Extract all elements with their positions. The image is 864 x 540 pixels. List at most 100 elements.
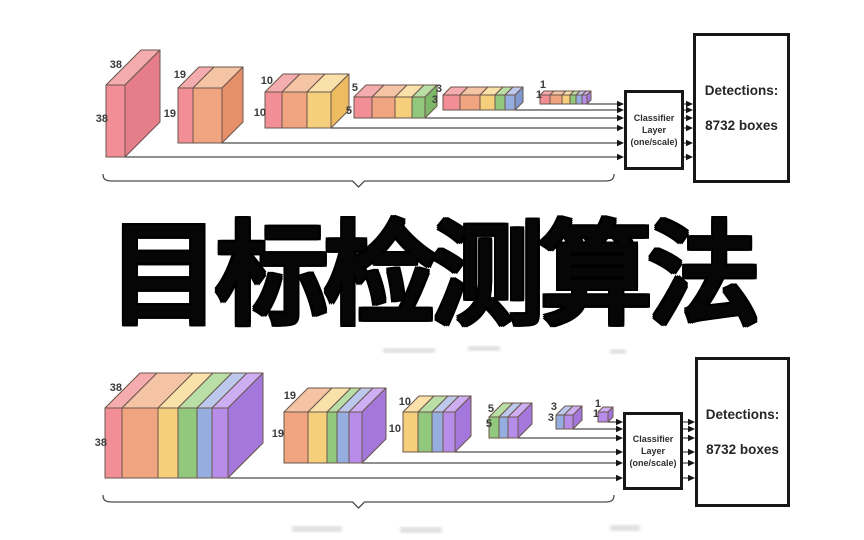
classifier-label-line: Classifier xyxy=(633,112,675,123)
feature-map-size-label: 19 xyxy=(284,390,296,402)
artifact-smudge xyxy=(292,526,342,532)
feature-map-size-label: 38 xyxy=(95,437,107,449)
feature-map-front-face xyxy=(459,94,481,111)
feature-map-front-face xyxy=(442,94,461,111)
arrowhead xyxy=(686,139,693,147)
feature-map-size-label: 38 xyxy=(110,382,122,394)
feature-map-size-label: 1 xyxy=(536,89,542,101)
feature-map-size-label: 3 xyxy=(436,83,442,95)
feature-map-side-face xyxy=(586,90,592,105)
feature-map-size-label: 10 xyxy=(254,107,266,119)
arrowhead xyxy=(617,139,624,147)
feature-map-front-face xyxy=(157,407,179,479)
title-overlay: 目标检测算法 xyxy=(90,192,774,341)
feature-map-front-face xyxy=(348,411,363,464)
feature-map-front-face xyxy=(281,91,308,129)
arrowhead xyxy=(688,425,695,433)
feature-map-size-label: 1 xyxy=(540,79,546,91)
arrowhead xyxy=(616,474,623,482)
feature-map-front-face xyxy=(597,411,609,423)
feature-map-size-label: 10 xyxy=(261,75,273,87)
classifier-label-line: Classifier xyxy=(632,433,674,444)
feature-map-front-face xyxy=(575,94,583,105)
classifier-layer-box-bottom: Classifier Layer (one/scale) xyxy=(623,412,683,490)
feature-map-size-label: 38 xyxy=(110,59,122,71)
feature-map-size-label: 1 xyxy=(595,398,601,410)
feature-map-side-face xyxy=(517,402,533,439)
feature-map-size-label: 5 xyxy=(352,82,358,94)
feature-map-size-label: 5 xyxy=(346,105,352,117)
feature-map-size-label: 19 xyxy=(174,69,186,81)
arrowhead xyxy=(617,106,624,114)
arrowhead xyxy=(688,448,695,456)
feature-map-front-face xyxy=(177,407,198,479)
feature-map-front-face xyxy=(479,94,496,111)
feature-map-front-face xyxy=(371,96,396,119)
feature-map-front-face xyxy=(211,407,229,479)
feature-map-front-face xyxy=(411,96,426,119)
feature-map-size-label: 10 xyxy=(389,423,401,435)
feature-map-front-face xyxy=(306,91,332,129)
classifier-label-line: (one/scale) xyxy=(630,137,678,148)
arrowhead xyxy=(686,100,693,108)
feature-map-front-face xyxy=(353,96,373,119)
arrowhead xyxy=(616,425,623,433)
feature-map-side-face xyxy=(221,66,244,144)
arrowhead xyxy=(616,448,623,456)
feature-map-front-face xyxy=(561,94,571,105)
artifact-smudge xyxy=(610,349,626,354)
arrowhead xyxy=(688,459,695,467)
feature-map-front-face xyxy=(417,411,433,453)
underbrace xyxy=(102,173,615,188)
feature-map-size-label: 1 xyxy=(593,408,599,420)
arrowhead xyxy=(616,418,623,426)
feature-map-side-face xyxy=(572,405,583,430)
arrowhead xyxy=(686,153,693,161)
feature-map-front-face xyxy=(283,411,309,464)
feature-map-front-face xyxy=(442,411,456,453)
feature-map-front-face xyxy=(394,96,413,119)
feature-map-front-face xyxy=(563,414,574,430)
feature-map-front-face xyxy=(549,94,563,105)
arrowhead xyxy=(617,100,624,108)
feature-map-side-face xyxy=(607,406,614,423)
feature-map-size-label: 5 xyxy=(488,403,494,415)
feature-map-size-label: 3 xyxy=(548,412,554,424)
arrowhead xyxy=(617,114,624,122)
feature-map-size-label: 3 xyxy=(551,401,557,413)
artifact-smudge xyxy=(610,525,640,531)
arrowhead xyxy=(686,124,693,132)
feature-map-front-face xyxy=(569,94,577,105)
feature-map-front-face xyxy=(581,94,588,105)
feature-map-size-label: 3 xyxy=(432,94,438,106)
detections-box-bottom: Detections: 8732 boxes xyxy=(695,357,790,507)
feature-map-front-face xyxy=(177,87,194,144)
feature-map-front-face xyxy=(264,91,283,129)
feature-map-side-face xyxy=(361,387,387,464)
feature-map-size-label: 19 xyxy=(272,428,284,440)
feature-map-front-face xyxy=(192,87,223,144)
detections-label-line: Detections: xyxy=(705,407,780,422)
feature-map-size-label: 38 xyxy=(96,113,108,125)
feature-map-front-face xyxy=(105,84,126,158)
classifier-label-line: Layer xyxy=(641,124,667,135)
underbrace xyxy=(102,494,615,509)
classifier-label-line: (one/scale) xyxy=(629,458,677,469)
feature-map-front-face xyxy=(402,411,419,453)
arrowhead xyxy=(616,434,623,442)
detections-count-line: 8732 boxes xyxy=(705,118,778,133)
feature-map-side-face xyxy=(330,73,350,129)
classifier-layer-box-top: Classifier Layer (one/scale) xyxy=(624,90,684,170)
artifact-smudge xyxy=(400,527,442,533)
detections-count-line: 8732 boxes xyxy=(706,442,779,457)
feature-map-front-face xyxy=(307,411,328,464)
feature-map-front-face xyxy=(196,407,213,479)
feature-map-side-face xyxy=(227,372,264,479)
feature-map-size-label: 5 xyxy=(486,418,492,430)
feature-map-side-face xyxy=(124,49,161,158)
artifact-smudge xyxy=(468,346,500,351)
arrowhead xyxy=(616,459,623,467)
arrowhead xyxy=(686,106,693,114)
